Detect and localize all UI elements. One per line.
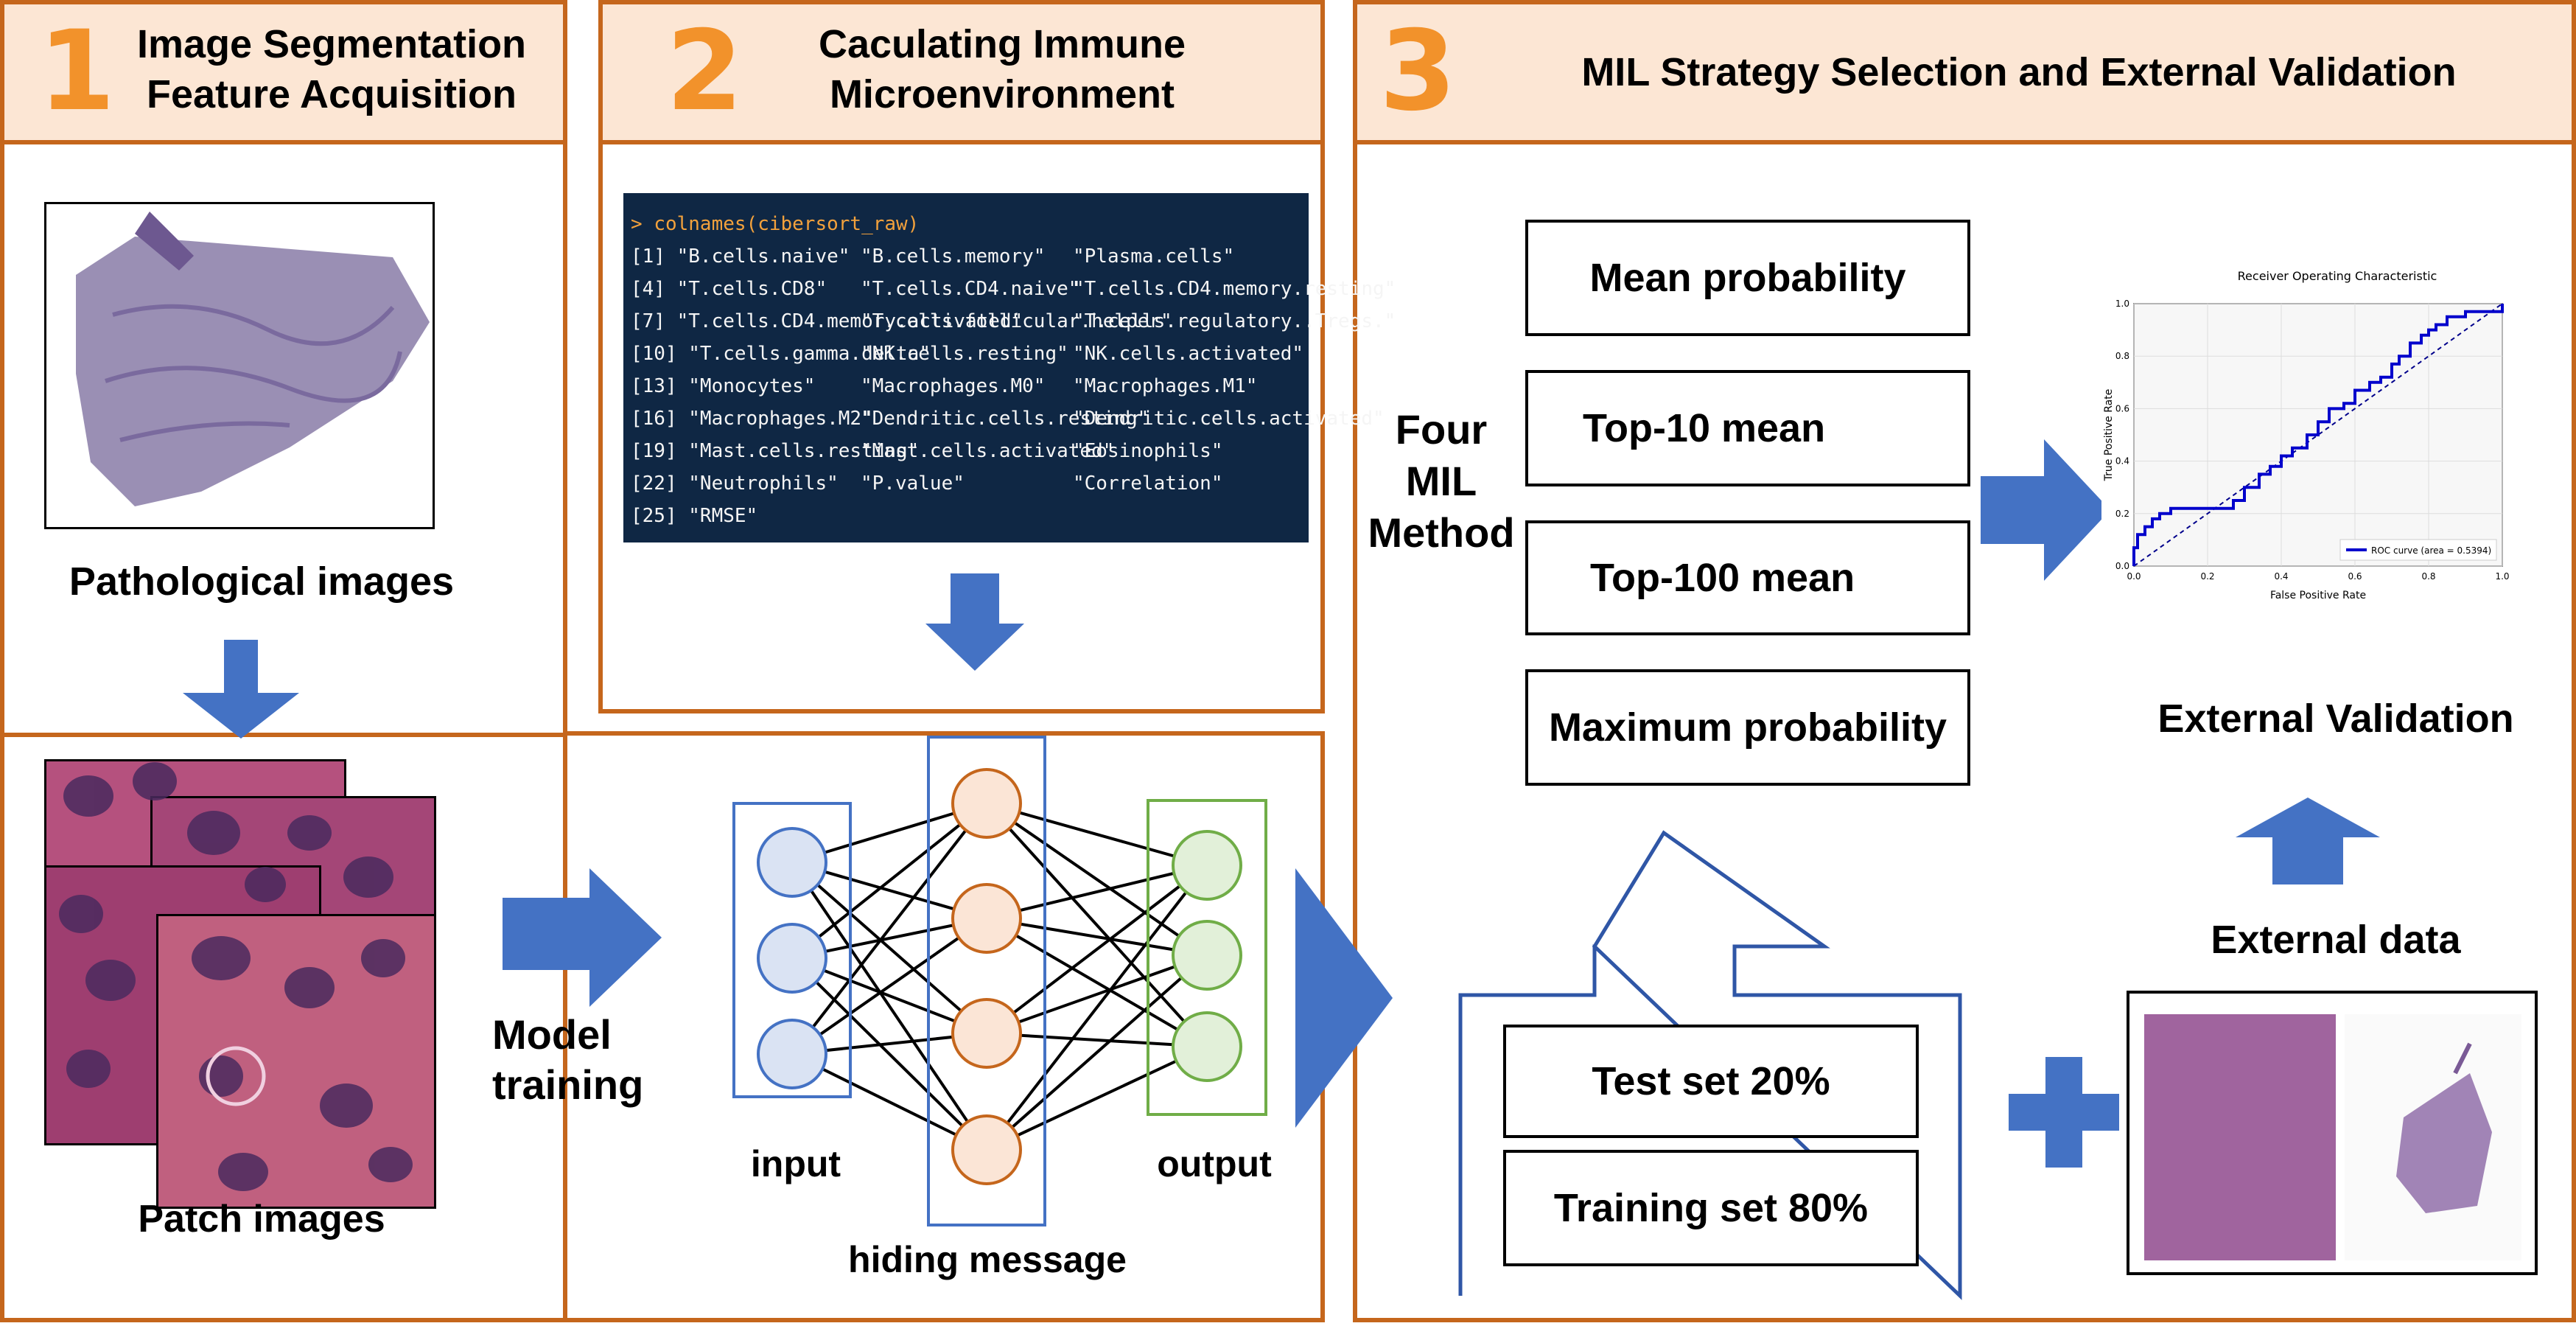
panel-lower-middle-frame: [563, 731, 1325, 1322]
panel-3-header: [1353, 0, 2576, 144]
terminal-row: [13] "Monocytes" "Macrophages.M0" "Macroph…: [631, 370, 1309, 402]
terminal-cell: [7] "T.cells.CD4.memory.activated": [631, 310, 1023, 332]
roc-y-tick-label: 0.4: [2115, 456, 2129, 467]
terminal-cell: "Dendritic.cells.resting": [861, 408, 1149, 430]
panel-1-number: 1: [38, 7, 116, 136]
terminal-cell: "NK.cells.resting": [861, 343, 1068, 365]
roc-x-tick-label: 0.2: [2200, 571, 2214, 582]
panel-1-title: Image Segmentation Feature Acquisition: [103, 19, 560, 119]
external-data-images-box: [2127, 991, 2538, 1275]
four-mil-line3: Method: [1368, 509, 1515, 556]
patch-image-4: [156, 914, 436, 1209]
cibersort-terminal: > colnames(cibersort_raw) [1] "B.cells.n…: [623, 193, 1396, 542]
roc-x-tick-label: 0.6: [2348, 571, 2362, 582]
training-set-box: Training set 80%: [1503, 1150, 1919, 1266]
terminal-cell: "Macrophages.M0": [861, 375, 1046, 397]
terminal-row: [10] "T.cells.gamma.delta""NK.cells.rest…: [631, 338, 1309, 370]
terminal-row: [4] "T.cells.CD8" "T.cells.CD4.naive""T.c…: [631, 273, 1396, 305]
method-top100-mean: Top-100 mean: [1525, 520, 1970, 635]
terminal-cell: "T.cells.follicular.helper": [861, 310, 1172, 332]
terminal-cell: "B.cells.memory": [861, 245, 1046, 268]
terminal-cell: "Plasma.cells": [1073, 245, 1235, 268]
terminal-output: [1] "B.cells.naive" "B.cells.memory" "Plas…: [631, 240, 1396, 532]
terminal-cell: "T.cells.regulatory..Tregs.": [1073, 310, 1396, 332]
terminal-cell: "T.cells.CD4.memory.resting": [1073, 278, 1396, 300]
roc-x-tick-label: 0.8: [2421, 571, 2435, 582]
roc-y-tick-label: 0.6: [2115, 403, 2129, 413]
terminal-command-line: > colnames(cibersort_raw): [631, 208, 1309, 240]
panel-1-title-line2: Feature Acquisition: [146, 72, 517, 116]
roc-curve: [2132, 304, 2504, 566]
terminal-command: colnames(cibersort_raw): [654, 213, 920, 235]
roc-x-tick-label: 0.4: [2274, 571, 2288, 582]
external-data-label: External data: [2211, 918, 2461, 962]
method-top10-mean: Top-10 mean: [1525, 370, 1970, 486]
external-slide-thumbnail: [2345, 1014, 2521, 1260]
terminal-row: [22] "Neutrophils" "P.value" "Correlation": [631, 467, 1309, 500]
roc-x-axis-label: False Positive Rate: [2270, 590, 2366, 601]
terminal-cell: "P.value": [861, 472, 965, 495]
roc-y-tick-label: 1.0: [2115, 299, 2129, 309]
panel-2-title-line2: Microenvironment: [829, 72, 1175, 116]
terminal-row: [7] "T.cells.CD4.memory.activated""T.cel…: [631, 305, 1396, 338]
hidden-layer-label: hiding message: [848, 1239, 1127, 1280]
terminal-cell: "Macrophages.M1": [1073, 375, 1258, 397]
panel-2-header: [598, 0, 1325, 144]
terminal-cell: [4] "T.cells.CD8": [631, 278, 827, 300]
pathological-slide-image: [44, 202, 435, 529]
panel-3-title: MIL Strategy Selection and External Vali…: [1581, 50, 2457, 94]
terminal-cell: [16] "Macrophages.M2": [631, 408, 873, 430]
terminal-cell: "Mast.cells.activated": [861, 440, 1115, 462]
panel-2-title-line1: Caculating Immune: [818, 22, 1186, 66]
four-mil-line1: Four: [1395, 406, 1488, 453]
patch-images-label: Patch images: [138, 1198, 385, 1240]
terminal-cell: "Eosinophils": [1073, 440, 1223, 462]
roc-legend-entry: ROC curve (area = 0.5394): [2339, 539, 2497, 561]
panel-3-number: 3: [1379, 7, 1457, 136]
panel-1-header: [0, 0, 567, 144]
terminal-cell: [25] "RMSE": [631, 505, 758, 527]
roc-y-axis-label: True Positive Rate: [2103, 389, 2115, 482]
method-mean-probability: Mean probability: [1525, 220, 1970, 336]
roc-y-tick-label: 0.0: [2115, 561, 2129, 571]
pathological-images-label: Pathological images: [69, 559, 455, 604]
roc-legend-label: ROC curve (area = 0.5394): [2371, 545, 2491, 556]
roc-y-tick-label: 0.8: [2115, 351, 2129, 361]
terminal-cell: [1] "B.cells.naive": [631, 245, 850, 268]
method-maximum-probability: Maximum probability: [1525, 669, 1970, 786]
output-layer-label: output: [1157, 1143, 1272, 1184]
roc-x-tick-label: 1.0: [2495, 571, 2509, 582]
panel-1-title-line1: Image Segmentation: [136, 22, 527, 66]
four-mil-method-label: Four MIL Method: [1360, 404, 1522, 559]
model-training-line1: Model: [492, 1011, 612, 1058]
external-tissue-patch: [2144, 1014, 2336, 1260]
external-validation-label: External Validation: [2157, 697, 2514, 741]
terminal-row: [19] "Mast.cells.resting""Mast.cells.act…: [631, 435, 1309, 467]
terminal-cell: [10] "T.cells.gamma.delta": [631, 343, 931, 365]
terminal-cell: "Correlation": [1073, 472, 1223, 495]
terminal-cell: "T.cells.CD4.naive": [861, 278, 1080, 300]
panel-1-lower-frame: [0, 731, 567, 1322]
terminal-row: [25] "RMSE": [631, 500, 1309, 532]
terminal-cell: "Dendritic.cells.activated": [1073, 408, 1385, 430]
roc-diagonal: [2133, 303, 2503, 567]
terminal-cell: [13] "Monocytes": [631, 375, 816, 397]
roc-x-tick-label: 0.0: [2127, 571, 2141, 582]
roc-chart: Receiver Operating Characteristic 0.0 0.2…: [2101, 265, 2514, 663]
test-set-box: Test set 20%: [1503, 1025, 1919, 1138]
model-training-label: Model training: [492, 1010, 662, 1110]
panel-2-title: Caculating Immune Microenvironment: [781, 19, 1223, 119]
terminal-prompt: >: [631, 213, 654, 235]
four-mil-line2: MIL: [1405, 458, 1477, 504]
panel-2-number: 2: [666, 7, 743, 136]
terminal-cell: [22] "Neutrophils": [631, 472, 839, 495]
terminal-row: [1] "B.cells.naive" "B.cells.memory" "Plas…: [631, 240, 1309, 273]
roc-y-tick-label: 0.2: [2115, 509, 2129, 519]
model-training-line2: training: [492, 1061, 644, 1108]
roc-title: Receiver Operating Characteristic: [2238, 269, 2437, 283]
input-layer-label: input: [750, 1143, 841, 1184]
terminal-cell: "NK.cells.activated": [1073, 343, 1304, 365]
terminal-cell: [19] "Mast.cells.resting": [631, 440, 920, 462]
terminal-row: [16] "Macrophages.M2""Dendritic.cells.re…: [631, 402, 1385, 435]
